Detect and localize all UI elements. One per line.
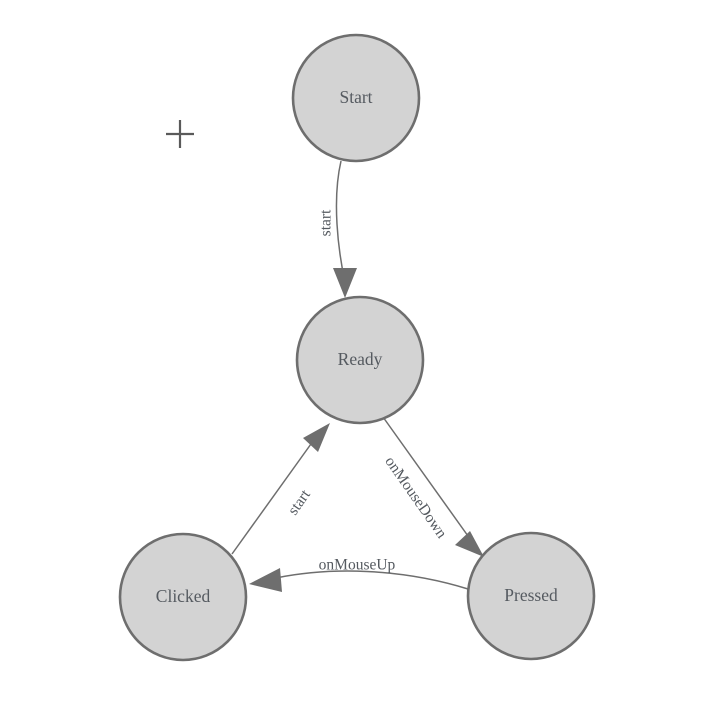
node-circle: [466, 531, 596, 661]
arrowhead-icon: [455, 531, 484, 557]
edge-line: [275, 570, 469, 590]
arrowhead-icon: [333, 268, 357, 298]
markers-layer: [166, 120, 194, 148]
node-circle: [295, 295, 425, 425]
state-node-start[interactable]: Start: [291, 33, 421, 163]
node-label: Ready: [338, 349, 383, 369]
node-label: Start: [339, 87, 372, 107]
edge-label: start: [318, 209, 335, 236]
plus-marker-icon[interactable]: [166, 120, 194, 148]
edge-ready-to-pressed[interactable]: onMouseDown: [381, 416, 484, 557]
edge-line: [382, 416, 474, 544]
edge-clicked-to-ready[interactable]: start: [231, 423, 330, 555]
node-circle: [291, 33, 421, 163]
edge-start-to-ready[interactable]: start: [318, 160, 357, 298]
state-node-clicked[interactable]: Clicked: [118, 532, 248, 662]
edge-pressed-to-clicked[interactable]: onMouseUp: [249, 557, 469, 592]
edge-line: [335, 160, 346, 283]
state-node-ready[interactable]: Ready: [295, 295, 425, 425]
edge-line: [231, 436, 317, 555]
arrowhead-icon: [303, 423, 330, 452]
node-label: Clicked: [156, 586, 211, 606]
arrowhead-icon: [249, 568, 282, 592]
node-label: Pressed: [504, 585, 558, 605]
edge-label: start: [285, 486, 315, 518]
node-circle: [118, 532, 248, 662]
state-node-pressed[interactable]: Pressed: [466, 531, 596, 661]
edge-label: onMouseUp: [319, 557, 396, 574]
